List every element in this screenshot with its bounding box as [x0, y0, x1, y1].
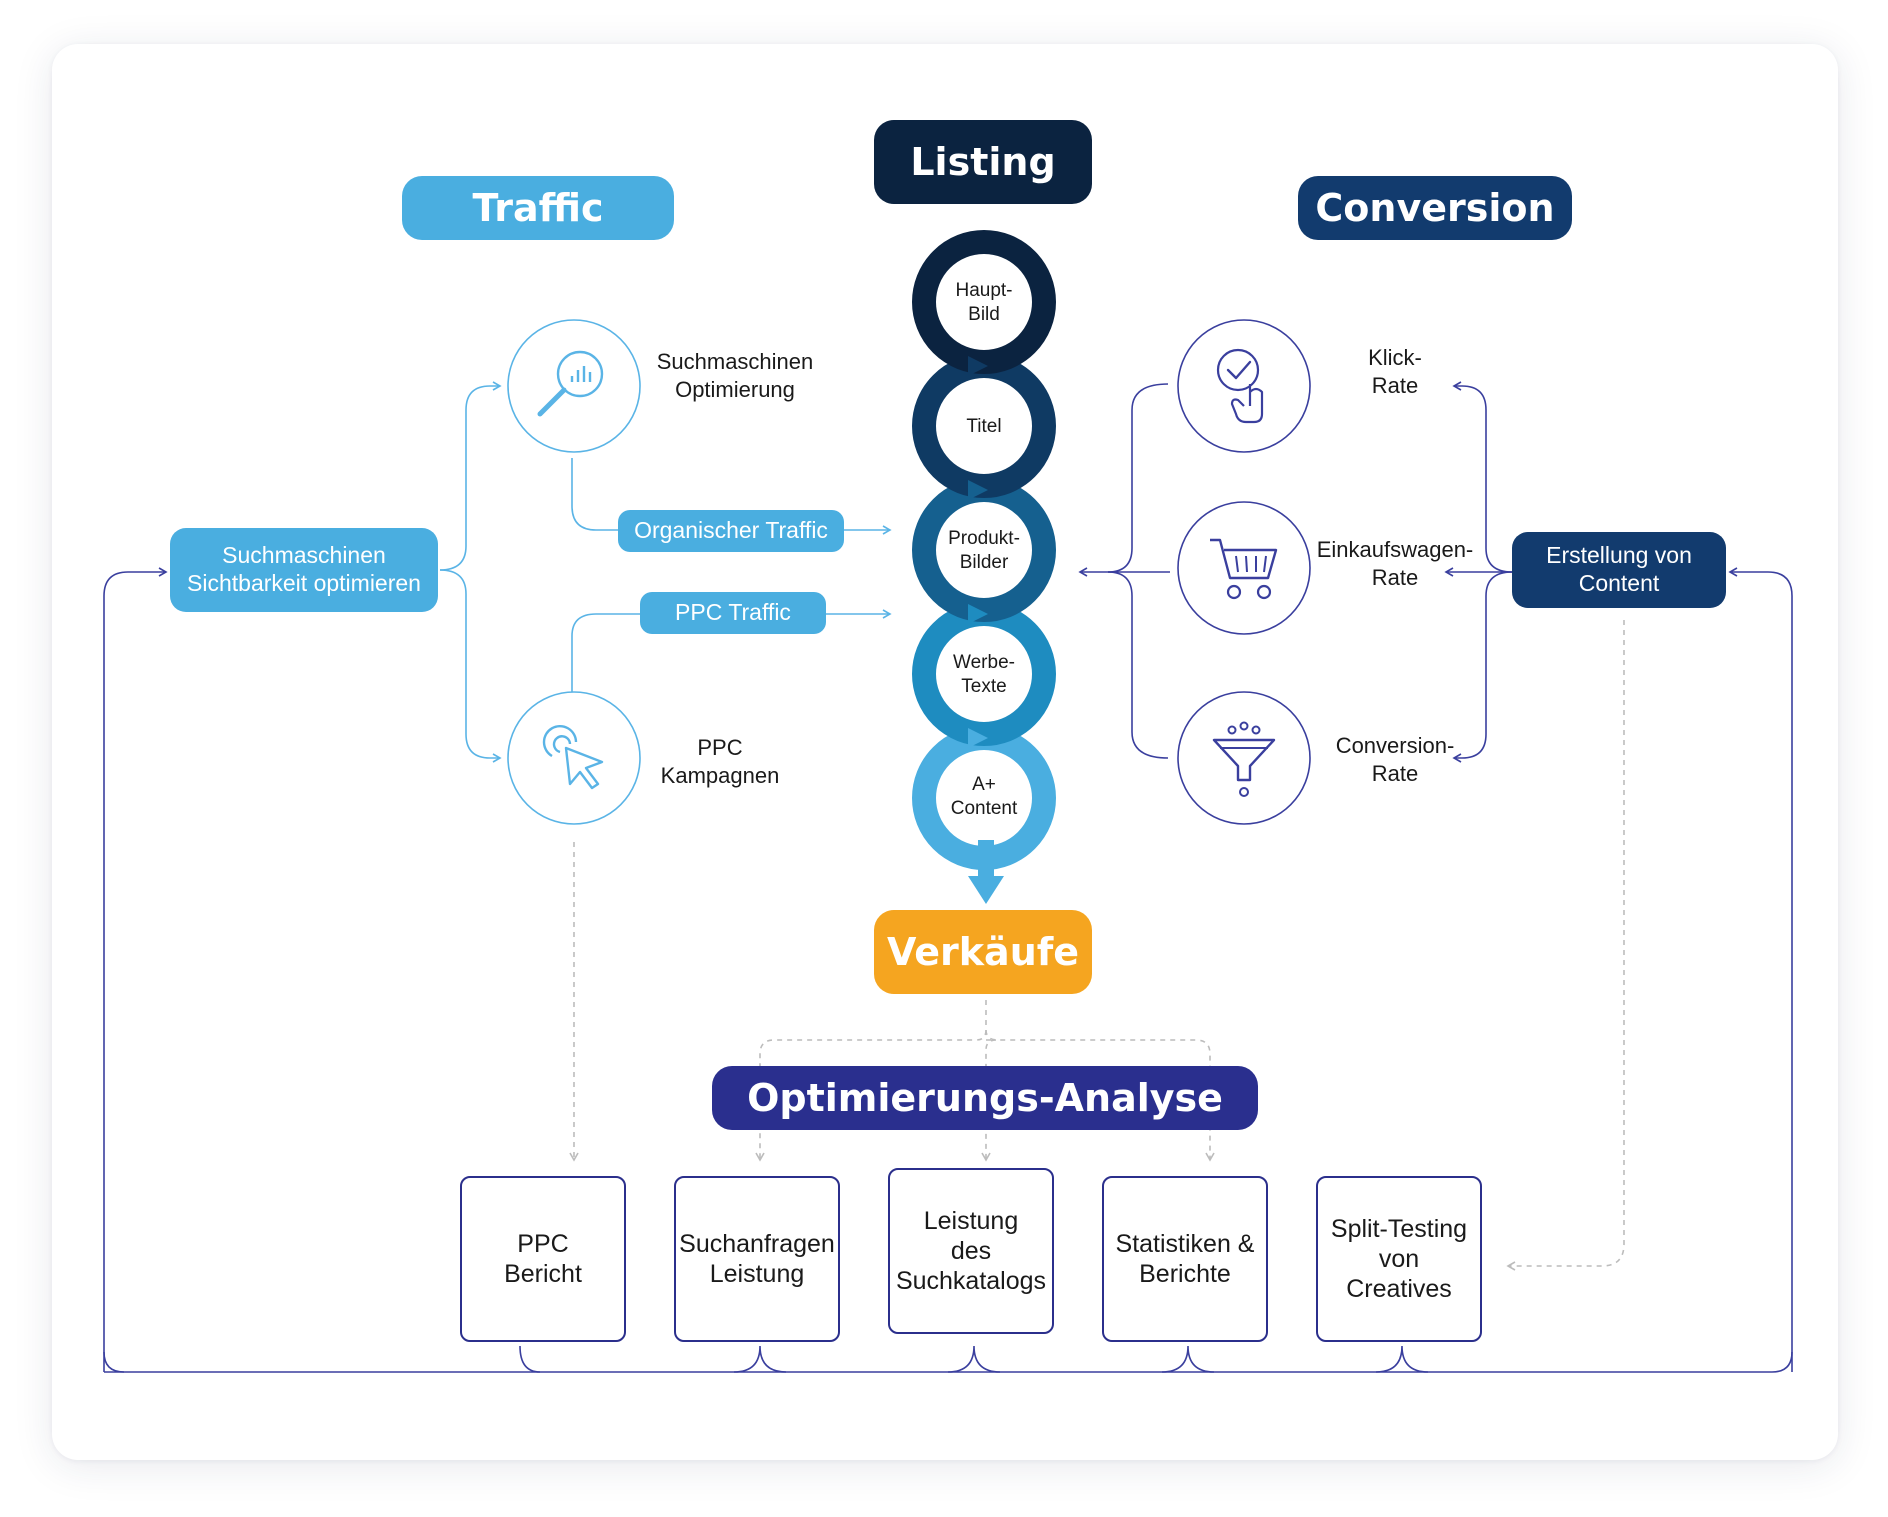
analysis-box-ppc-report: PPC Bericht	[460, 1176, 626, 1342]
conversion-rate-label: Conversion- Rate	[1335, 733, 1455, 786]
dashed-analysis-lines	[569, 620, 1625, 1271]
content-creation-button[interactable]: Erstellung von Content	[1512, 532, 1726, 608]
chain-link-arrow-3	[968, 604, 988, 624]
conversion-rate-icon-circle	[1176, 690, 1312, 826]
listing-chain	[912, 230, 1056, 870]
listing-ring-1	[912, 230, 1056, 374]
seo-label: Suchmaschinen Optimierung	[656, 349, 814, 402]
sales-header: Verkäufe	[874, 910, 1092, 994]
cart-rate-icon-circle	[1176, 500, 1312, 636]
chain-to-sales-arrow	[968, 840, 1004, 904]
seo-icon-circle	[506, 318, 642, 454]
chain-link-arrow-1	[968, 356, 988, 376]
ring-label-product-images: Produkt- Bilder	[948, 528, 1020, 573]
organic-traffic-pill: Organischer Traffic	[618, 510, 844, 552]
analysis-box-statistics-reports: Statistiken & Berichte	[1102, 1176, 1268, 1342]
traffic-branch-lines	[439, 381, 892, 763]
analysis-box-split-testing: Split-Testing von Creatives	[1316, 1176, 1482, 1342]
ring-label-a-plus-content: A+ Content	[950, 774, 1018, 819]
search-analytics-icon	[507, 319, 641, 453]
click-rate-label: Klick- Rate	[1368, 345, 1422, 398]
touch-check-icon	[1177, 319, 1311, 453]
funnel-icon	[1177, 691, 1311, 825]
ppc-icon-circle	[506, 690, 642, 826]
traffic-header: Traffic	[402, 176, 674, 240]
analysis-box-catalog-performance: Leistung des Suchkatalogs	[888, 1168, 1054, 1334]
ppc-traffic-pill: PPC Traffic	[640, 592, 826, 634]
feedback-loop-lines	[103, 567, 1793, 1373]
analysis-box-search-query-performance: Suchanfragen Leistung	[674, 1176, 840, 1342]
seo-visibility-button[interactable]: Suchmaschinen Sichtbarkeit optimieren	[170, 528, 438, 612]
listing-header: Listing	[874, 120, 1092, 204]
conversion-left-bracket	[1078, 383, 1170, 759]
chain-link-arrow-2	[968, 480, 988, 500]
ring-label-title: Titel	[966, 416, 1002, 437]
click-rate-icon-circle	[1176, 318, 1312, 454]
chain-link-arrow-4	[968, 728, 988, 748]
conversion-right-bracket	[1444, 381, 1513, 763]
ring-label-main-image: Haupt- Bild	[955, 280, 1013, 325]
ring-label-ad-copy: Werbe- Texte	[953, 652, 1015, 697]
cart-rate-label: Einkaufswagen- Rate	[1316, 537, 1474, 590]
conversion-header: Conversion	[1298, 176, 1572, 240]
cursor-click-icon	[507, 691, 641, 825]
shopping-cart-icon	[1177, 501, 1311, 635]
ppc-campaigns-label: PPC Kampagnen	[660, 735, 780, 788]
analysis-header: Optimierungs-Analyse	[712, 1066, 1258, 1130]
